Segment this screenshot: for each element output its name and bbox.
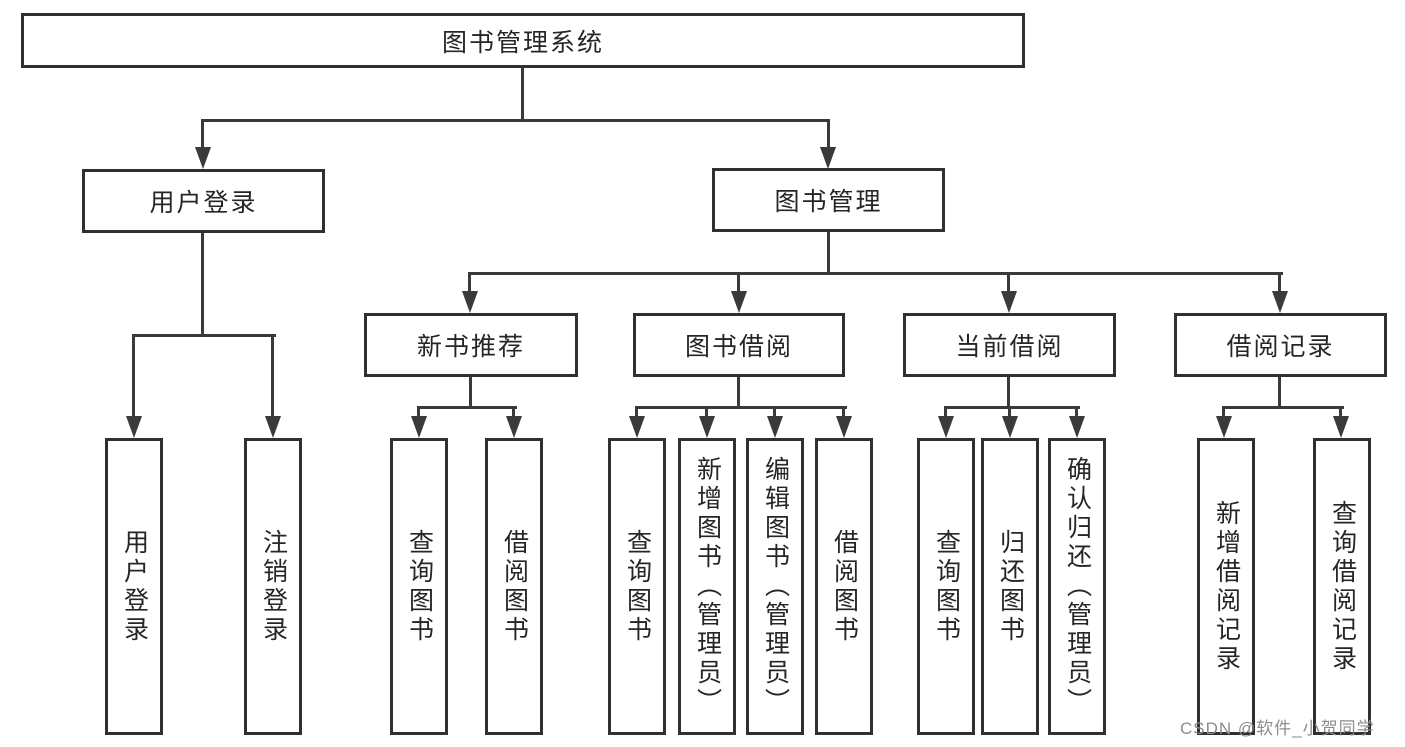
leaf-br-query-record-label: 查询借阅记录 [1328,499,1357,674]
csdn-watermark: CSDN @软件_小贺同学 [1180,719,1375,738]
leaf-bb-edit-books-admin-label: 编辑图书（管理员） [761,456,790,717]
node-book-management-label: 图书管理 [774,188,883,216]
arrowhead-down-icon [1272,291,1288,313]
node-new-book-recommend: 新书推荐 [364,313,578,377]
connector-bb-arm-1 [635,406,638,418]
connector-cb-stem [1007,375,1010,409]
leaf-cb-confirm-return-admin: 确认归还（管理员） [1048,438,1106,735]
arrowhead-down-icon [938,416,954,438]
leaf-bb-add-books-admin-label: 新增图书（管理员） [693,456,722,717]
node-user-login: 用户登录 [82,169,325,233]
leaf-cb-return-books: 归还图书 [981,438,1039,735]
connector-cb-arm-1 [944,406,947,418]
leaf-br-query-record: 查询借阅记录 [1313,438,1371,735]
connector-br-arm-2 [1339,406,1342,418]
node-book-borrowing-label: 图书借阅 [684,333,793,361]
leaf-cb-return-books-label: 归还图书 [996,528,1025,645]
connector-book-management-bar [468,272,1283,275]
arrowhead-down-icon [836,416,852,438]
arrowhead-down-icon [411,416,427,438]
connector-cb-arm-2 [1008,406,1011,418]
connector-nbr-arm-2 [512,406,515,418]
node-root-label: 图书管理系统 [441,28,604,57]
connector-br-stem [1278,375,1281,409]
connector-bm-arm-2 [737,272,740,293]
arrowhead-down-icon [1069,416,1085,438]
leaf-user-login-label: 用户登录 [120,528,149,645]
node-book-management: 图书管理 [712,168,945,232]
leaf-nbr-borrow-books: 借阅图书 [485,438,543,735]
node-current-borrowing-label: 当前借阅 [955,333,1064,361]
leaf-bb-query-books: 查询图书 [608,438,666,735]
leaf-logout: 注销登录 [244,438,302,735]
connector-nbr-stem [469,375,472,409]
arrowhead-down-icon [731,291,747,313]
leaf-logout-label: 注销登录 [259,528,288,645]
connector-root-stem [521,66,524,121]
arrowhead-down-icon [629,416,645,438]
arrowhead-down-icon [462,291,478,313]
arrowhead-down-icon [1001,291,1017,313]
connector-cb-arm-3 [1075,406,1078,418]
node-borrowing-records: 借阅记录 [1174,313,1387,377]
arrowhead-down-icon [195,147,211,169]
node-new-book-recommend-label: 新书推荐 [416,333,525,361]
connector-bb-bar [635,406,847,409]
arrowhead-down-icon [699,416,715,438]
connector-bb-arm-4 [842,406,845,418]
connector-bm-arm-3 [1007,272,1010,293]
leaf-nbr-borrow-books-label: 借阅图书 [500,528,529,645]
arrowhead-down-icon [265,416,281,438]
node-user-login-label: 用户登录 [149,189,258,217]
leaf-user-login: 用户登录 [105,438,163,735]
leaf-br-add-record-label: 新增借阅记录 [1212,499,1241,674]
connector-cb-bar [944,406,1080,409]
leaf-bb-query-books-label: 查询图书 [623,528,652,645]
arrowhead-down-icon [820,147,836,169]
connector-br-bar [1222,406,1344,409]
connector-book-management-stem [827,230,830,275]
connector-user-login-stem [201,231,204,337]
connector-user-login-arm-1 [132,334,135,416]
connector-bb-stem [737,375,740,409]
connector-root-arm-user-login [201,119,204,148]
arrowhead-down-icon [126,416,142,438]
node-root: 图书管理系统 [21,13,1025,68]
node-borrowing-records-label: 借阅记录 [1226,333,1335,361]
leaf-cb-query-books-label: 查询图书 [932,528,961,645]
leaf-br-add-record: 新增借阅记录 [1197,438,1255,735]
leaf-bb-add-books-admin: 新增图书（管理员） [678,438,736,735]
connector-nbr-arm-1 [417,406,420,418]
node-current-borrowing: 当前借阅 [903,313,1116,377]
connector-user-login-bar [132,334,276,337]
node-book-borrowing: 图书借阅 [633,313,845,377]
connector-bb-arm-2 [705,406,708,418]
connector-bm-arm-4 [1278,272,1281,293]
leaf-cb-query-books: 查询图书 [917,438,975,735]
connector-root-arm-book-management [827,119,830,148]
connector-user-login-arm-2 [271,334,274,416]
arrowhead-down-icon [506,416,522,438]
connector-br-arm-1 [1222,406,1225,418]
leaf-bb-borrow-books: 借阅图书 [815,438,873,735]
leaf-cb-confirm-return-admin-label: 确认归还（管理员） [1063,456,1092,717]
connector-nbr-bar [417,406,517,409]
arrowhead-down-icon [1333,416,1349,438]
connector-root-bar [201,119,830,122]
arrowhead-down-icon [1002,416,1018,438]
arrowhead-down-icon [767,416,783,438]
leaf-bb-borrow-books-label: 借阅图书 [830,528,859,645]
leaf-nbr-query-books: 查询图书 [390,438,448,735]
connector-bb-arm-3 [773,406,776,418]
arrowhead-down-icon [1216,416,1232,438]
leaf-nbr-query-books-label: 查询图书 [405,528,434,645]
leaf-bb-edit-books-admin: 编辑图书（管理员） [746,438,804,735]
connector-bm-arm-1 [468,272,471,293]
